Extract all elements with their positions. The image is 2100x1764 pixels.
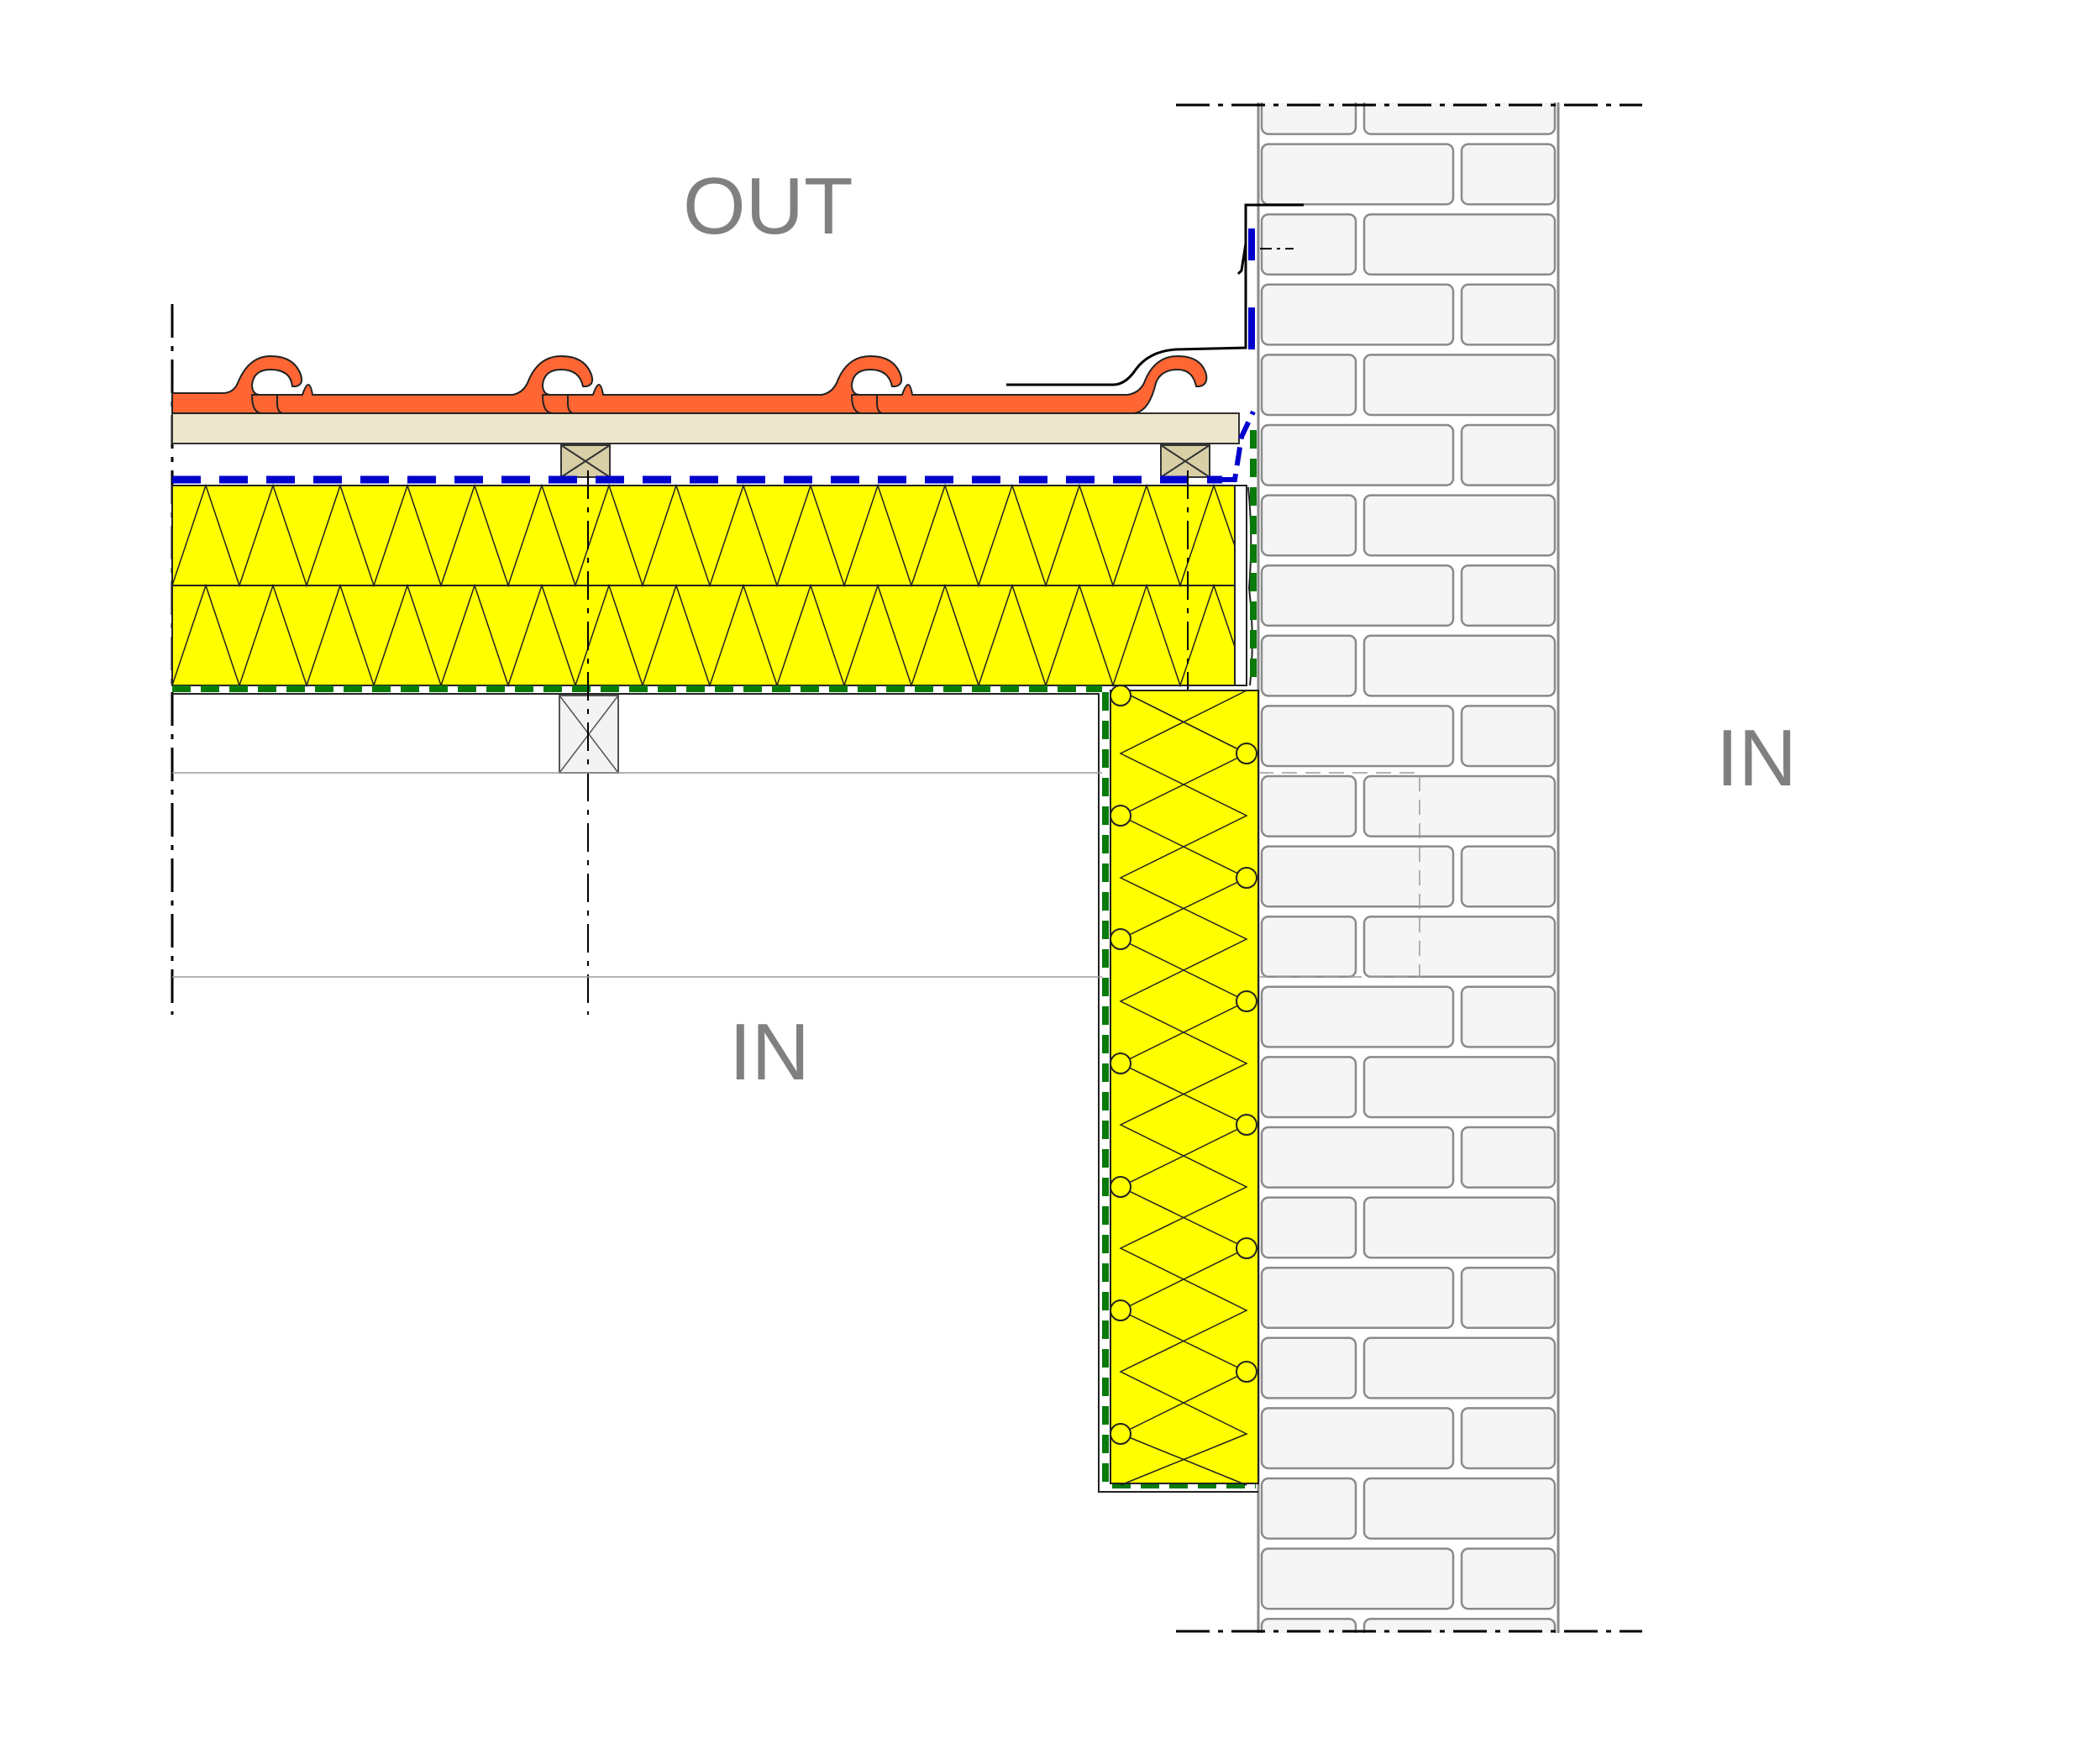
brick — [1260, 1617, 1357, 1633]
brick — [1460, 1126, 1557, 1189]
brick — [1460, 845, 1557, 908]
hidden-edge — [1258, 772, 1420, 978]
brick — [1260, 1336, 1357, 1399]
brick — [1460, 985, 1557, 1048]
insulation-zigzag-lower — [171, 583, 1236, 688]
brick — [1362, 1336, 1557, 1399]
brick — [1260, 845, 1455, 908]
brick — [1260, 774, 1357, 837]
brick — [1460, 1266, 1557, 1330]
sheathing-board — [171, 412, 1240, 444]
lining-board-outline — [172, 693, 1258, 1493]
brick — [1260, 915, 1357, 979]
insulation-zigzag-upper — [171, 483, 1236, 588]
brick — [1460, 564, 1557, 627]
brick — [1362, 1617, 1557, 1633]
brick — [1460, 705, 1557, 768]
brick — [1260, 143, 1455, 206]
brick — [1260, 1266, 1455, 1330]
brick — [1362, 1056, 1557, 1119]
breather-membrane — [172, 410, 1256, 484]
inside-wall-label: IN — [1716, 713, 1797, 803]
brick — [1460, 423, 1557, 486]
brick — [1260, 494, 1357, 557]
brick — [1460, 1547, 1557, 1610]
brick — [1260, 705, 1455, 768]
brick-courses — [1260, 102, 1557, 1633]
brick — [1460, 143, 1557, 206]
brick — [1460, 1407, 1557, 1470]
vapour-control-layer — [172, 430, 1257, 1488]
brick — [1362, 213, 1557, 276]
brick — [1362, 354, 1557, 417]
brick — [1260, 1547, 1455, 1610]
brick — [1260, 1477, 1357, 1540]
roof-tiles — [171, 355, 1208, 414]
tile-batten — [1160, 444, 1210, 478]
brick — [1362, 1196, 1557, 1259]
brick — [1460, 283, 1557, 346]
brick — [1260, 354, 1357, 417]
inside-room-label: IN — [729, 1007, 810, 1097]
wall-insulation — [1110, 685, 1259, 1486]
brick — [1260, 1196, 1357, 1259]
brick — [1260, 213, 1357, 276]
brick — [1260, 634, 1357, 697]
flashing — [1006, 203, 1304, 386]
brick — [1260, 283, 1455, 346]
rafter-insulation — [171, 483, 1236, 688]
brick — [1260, 985, 1455, 1048]
brick — [1362, 774, 1557, 837]
outside-label: OUT — [683, 161, 853, 251]
brick — [1362, 915, 1557, 979]
brick — [1260, 1407, 1455, 1470]
tile-batten — [560, 444, 611, 478]
edge-strip — [1234, 485, 1247, 686]
brick — [1362, 634, 1557, 697]
insulation-circles — [1110, 685, 1257, 1445]
brick-wall — [1257, 102, 1560, 1633]
brick — [1260, 564, 1455, 627]
brick — [1260, 1056, 1357, 1119]
brick — [1260, 423, 1455, 486]
brick — [1362, 1477, 1557, 1540]
brick — [1362, 494, 1557, 557]
brick — [1260, 1126, 1455, 1189]
